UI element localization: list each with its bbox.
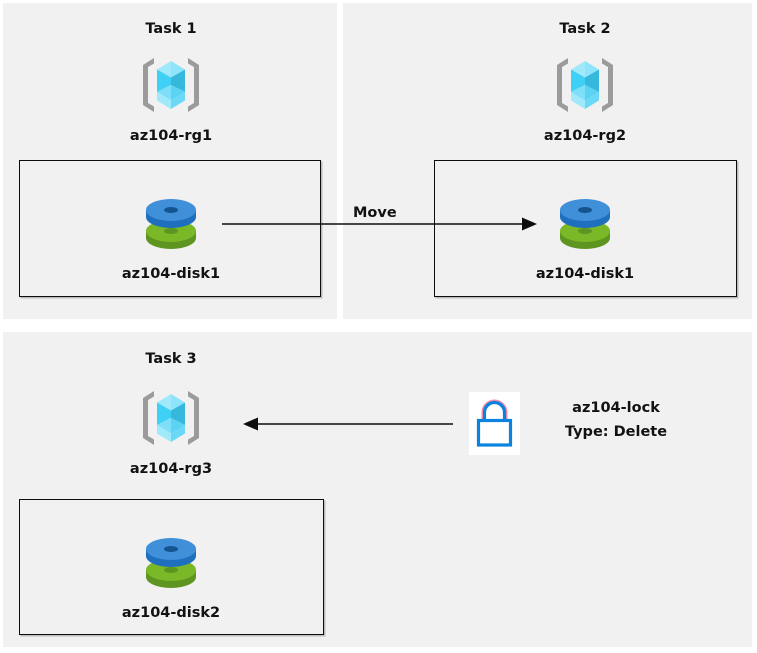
resource-group-label: az104-rg3 bbox=[129, 461, 213, 477]
disk-label: az104-disk1 bbox=[535, 266, 635, 282]
move-label: Move bbox=[353, 205, 397, 221]
task-1-title: Task 1 bbox=[145, 21, 197, 37]
task-2-title: Task 2 bbox=[559, 21, 611, 37]
move-arrow bbox=[222, 212, 537, 236]
resource-group-icon bbox=[554, 52, 616, 118]
disk-label: az104-disk1 bbox=[121, 266, 221, 282]
resource-group-icon bbox=[140, 385, 202, 451]
managed-disk-icon bbox=[140, 196, 202, 258]
lock-name-label: az104-lock bbox=[572, 400, 660, 416]
lock-type-label: Type: Delete bbox=[564, 424, 668, 440]
resource-box-task-3 bbox=[19, 499, 324, 635]
lock-icon bbox=[469, 392, 520, 455]
lock-arrow bbox=[243, 412, 453, 436]
resource-group-label: az104-rg1 bbox=[129, 128, 213, 144]
resource-group-icon bbox=[140, 52, 202, 118]
task-3-title: Task 3 bbox=[145, 351, 197, 367]
managed-disk-icon bbox=[140, 535, 202, 597]
managed-disk-icon bbox=[554, 196, 616, 258]
resource-group-label: az104-rg2 bbox=[543, 128, 627, 144]
disk-label: az104-disk2 bbox=[121, 605, 221, 621]
